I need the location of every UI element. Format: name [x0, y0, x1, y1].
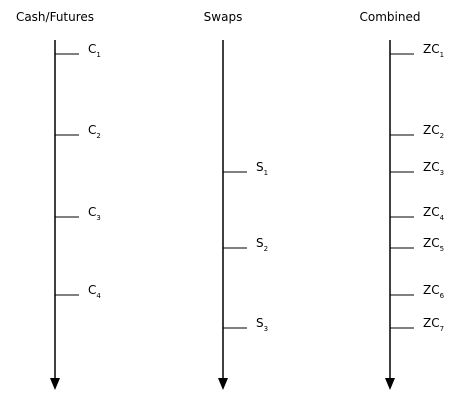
tick-label: ZC6 — [423, 283, 445, 300]
arrowhead-swaps — [218, 378, 228, 390]
tick-label-text: ZC — [423, 205, 440, 219]
tick-label: ZC7 — [423, 316, 445, 333]
tick-label-subscript: 3 — [439, 169, 445, 177]
tick-label-subscript: 4 — [96, 292, 101, 300]
tick-label-text: ZC — [423, 123, 440, 137]
column-title-combined: Combined — [359, 10, 421, 24]
tick-label: C1 — [88, 42, 101, 59]
tick-label-subscript: 7 — [439, 325, 445, 333]
tick-label-text: C — [88, 205, 97, 219]
arrowhead-cash-futures — [50, 378, 60, 390]
tick-label-subscript: 2 — [96, 132, 101, 140]
column-title-cash-futures: Cash/Futures — [15, 10, 95, 24]
tick-label-text: C — [88, 123, 97, 137]
tick-label-subscript: 2 — [263, 245, 269, 253]
tick-label: ZC5 — [423, 236, 445, 253]
tick-label: C2 — [88, 123, 101, 140]
tick-label-text: ZC — [423, 283, 440, 297]
tick-label-text: S — [256, 316, 264, 330]
tick-label: S1 — [256, 160, 269, 177]
column-title-swaps: Swaps — [203, 10, 243, 24]
tick-label-text: C — [88, 42, 97, 56]
tick-label-text: S — [256, 236, 264, 250]
tick-label-text: ZC — [423, 42, 440, 56]
tick-label-subscript: 3 — [263, 325, 269, 333]
tick-label-subscript: 1 — [263, 169, 269, 177]
tick-label-text: ZC — [423, 316, 440, 330]
tick-label-subscript: 1 — [439, 51, 445, 59]
arrowhead-combined — [385, 378, 395, 390]
tick-label: S3 — [256, 316, 269, 333]
tick-label-text: ZC — [423, 160, 440, 174]
tick-label: ZC1 — [423, 42, 445, 59]
tick-label-subscript: 4 — [439, 214, 445, 222]
tick-label-text: ZC — [423, 236, 440, 250]
tick-label: S2 — [256, 236, 269, 253]
tick-label-text: C — [88, 283, 97, 297]
tick-label: ZC3 — [423, 160, 445, 177]
tick-label-subscript: 3 — [96, 214, 101, 222]
tick-label: ZC2 — [423, 123, 445, 140]
tick-label: C3 — [88, 205, 101, 222]
tick-label: C4 — [88, 283, 101, 300]
tick-label-subscript: 5 — [439, 245, 445, 253]
tick-label-text: S — [256, 160, 264, 174]
tick-label-subscript: 2 — [439, 132, 445, 140]
tick-label-subscript: 1 — [96, 51, 101, 59]
tick-label: ZC4 — [423, 205, 445, 222]
tick-label-subscript: 6 — [439, 292, 445, 300]
